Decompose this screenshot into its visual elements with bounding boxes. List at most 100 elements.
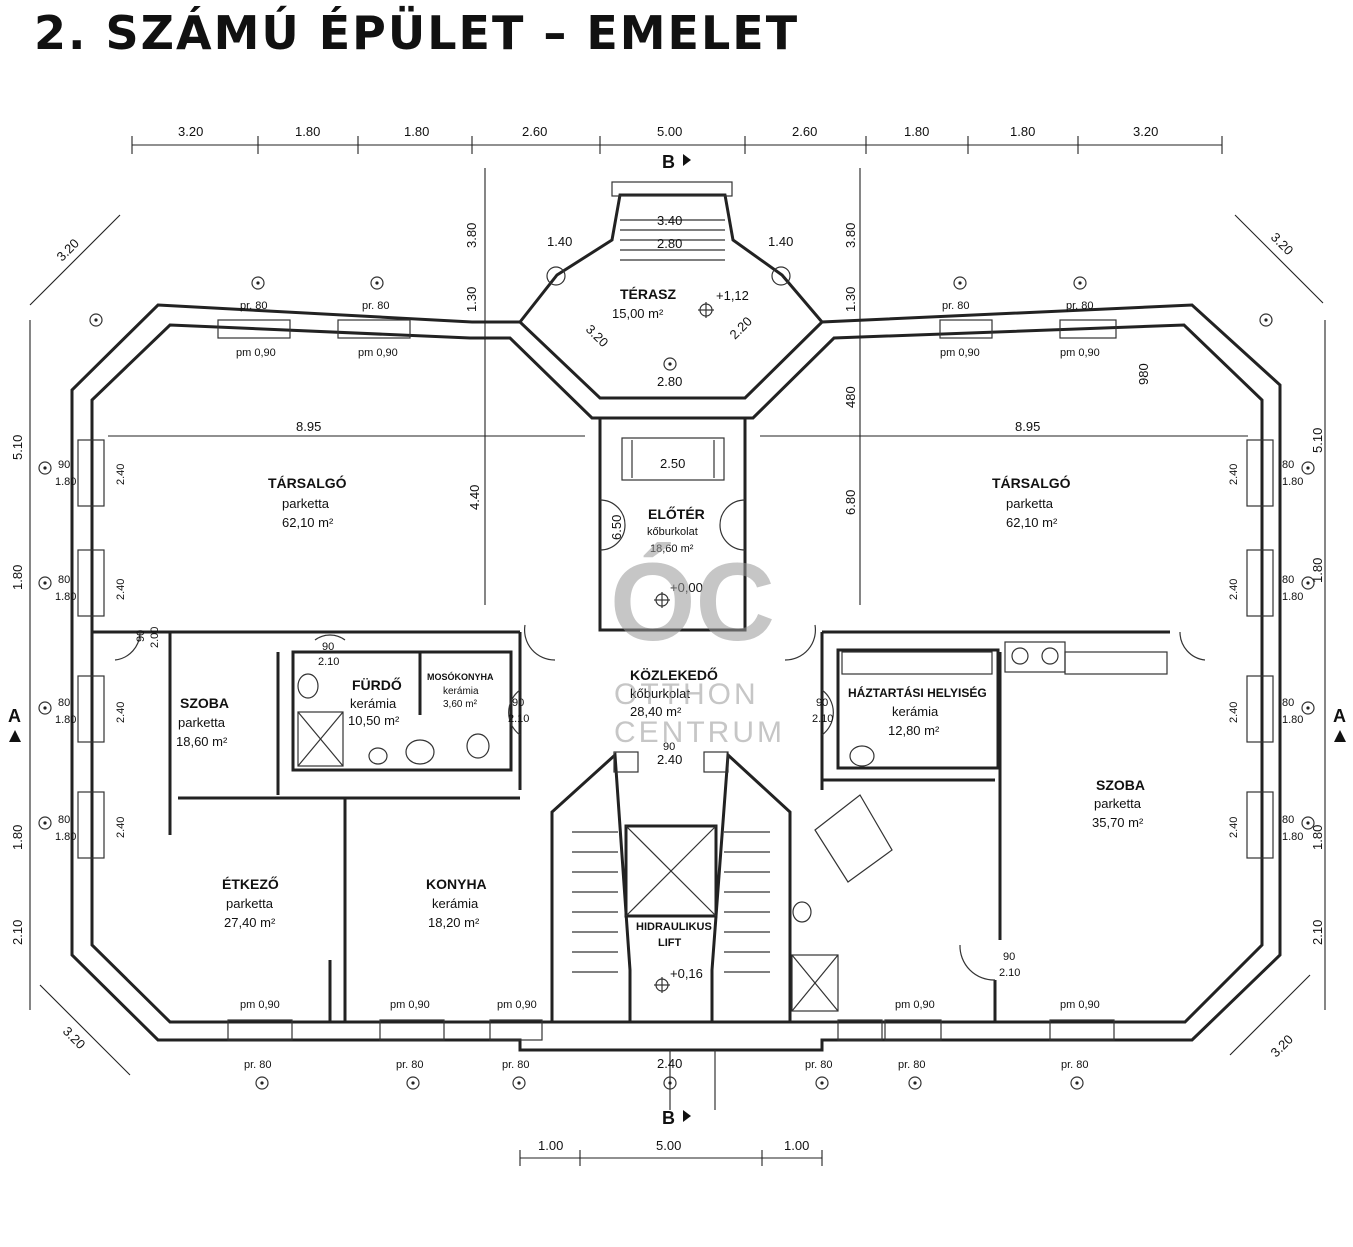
room-area-konyha: 18,20 m² — [428, 915, 480, 930]
bottom-door-width: 2.40 — [657, 1056, 682, 1071]
side-label: 80 — [1282, 814, 1294, 826]
pr-label: pr. 80 — [244, 1059, 272, 1071]
pm-label: pm 0,90 — [358, 347, 398, 359]
side-label: 2.40 — [115, 702, 127, 723]
left-lounge-depth: 4.40 — [467, 485, 482, 510]
top-dim-2: 1.80 — [295, 124, 320, 139]
outer-walls — [70, 303, 1282, 1052]
pr-label: pr. 80 — [898, 1059, 926, 1071]
room-name-furdo: FÜRDŐ — [352, 676, 402, 693]
right-dim-4: 2.10 — [1310, 920, 1325, 945]
section-b-top: B — [662, 152, 675, 172]
right-niche-depth: 980 — [1136, 363, 1151, 385]
left-dim-4: 2.10 — [10, 920, 25, 945]
right-lounge-width: 8.95 — [1015, 419, 1040, 434]
left-lounge-width: 8.95 — [296, 419, 321, 434]
pm-label: pm 0,90 — [940, 347, 980, 359]
pm-label: pm 0,90 — [1060, 999, 1100, 1011]
door-label: 90 — [512, 697, 524, 709]
room-floor-lift: LIFT — [658, 937, 681, 949]
terrace-depth-right: 3.80 — [843, 223, 858, 248]
terrace-outline: 3.40 2.80 1.40 1.40 3.80 3.80 1.30 1.30 … — [464, 168, 861, 605]
door-label: 90 — [816, 697, 828, 709]
terrace-left-offset: 1.40 — [547, 234, 572, 249]
pm-label: pm 0,90 — [497, 999, 537, 1011]
side-label: 1.80 — [55, 476, 76, 488]
room-area-szoba-right: 35,70 m² — [1092, 815, 1144, 830]
terrace-door-width: 2.80 — [657, 374, 682, 389]
pr-label: pr. 80 — [1061, 1059, 1089, 1071]
door-label: 90 — [1003, 951, 1015, 963]
pm-label: pm 0,90 — [236, 347, 276, 359]
pr-label: pr. 80 — [942, 300, 970, 312]
room-name-kozlekedo: KÖZLEKEDŐ — [630, 666, 718, 683]
room-area-tarsalgo-left: 62,10 m² — [282, 515, 334, 530]
room-name-terasz: TÉRASZ — [620, 286, 676, 302]
pm-label: pm 0,90 — [390, 999, 430, 1011]
door-label: 2.10 — [508, 713, 529, 725]
level-entry: +0,00 — [670, 580, 703, 595]
room-area-furdo: 10,50 m² — [348, 713, 400, 728]
level-stair: +0,16 — [670, 966, 703, 981]
side-label: 90 — [58, 459, 70, 471]
top-dim-4: 2.60 — [522, 124, 547, 139]
side-label: 2.40 — [115, 579, 127, 600]
side-label: 80 — [58, 574, 70, 586]
side-label: 2.40 — [115, 817, 127, 838]
door-label: 2.10 — [812, 713, 833, 725]
room-floor-konyha: kerámia — [432, 896, 479, 911]
door-label: 90 — [135, 630, 147, 642]
room-floor-furdo: kerámia — [350, 696, 397, 711]
room-name-tarsalgo-right: TÁRSALGÓ — [992, 474, 1071, 491]
room-floor-szoba-right: parketta — [1094, 796, 1142, 811]
top-dim-1: 3.20 — [178, 124, 203, 139]
right-lounge-offset: 480 — [843, 386, 858, 408]
pr-label: pr. 80 — [396, 1059, 424, 1071]
side-label: 1.80 — [1282, 591, 1303, 603]
diag-dim-tl: 3.20 — [54, 236, 83, 265]
mid-door-width: 2.40 — [657, 752, 682, 767]
right-dim-2: 1.80 — [1310, 558, 1325, 583]
side-label: 80 — [1282, 697, 1294, 709]
pm-label: pm 0,90 — [1060, 347, 1100, 359]
room-name-szoba-right: SZOBA — [1096, 777, 1145, 793]
terrace-depth-left: 3.80 — [464, 223, 479, 248]
terrace-setback-left: 1.30 — [464, 287, 479, 312]
side-dimension-lines: 5.10 1.80 1.80 2.10 5.10 1.80 1.80 2.10 — [10, 320, 1326, 1010]
side-label: 80 — [58, 697, 70, 709]
room-area-etkezo: 27,40 m² — [224, 915, 276, 930]
door-labels: 90 2.10 90 2.10 90 2.10 90 2.10 90 2.00 — [135, 627, 1020, 979]
entry-hall-width: 2.50 — [660, 456, 685, 471]
room-labels: TÉRASZ 15,00 m² TÁRSALGÓ parketta 62,10 … — [176, 286, 1145, 949]
left-dim-3: 1.80 — [10, 825, 25, 850]
section-a-left: A — [8, 706, 21, 726]
left-dim-1: 5.10 — [10, 435, 25, 460]
room-name-etkezo: ÉTKEZŐ — [222, 875, 279, 892]
side-label: 1.80 — [55, 714, 76, 726]
terrace-inner-width: 2.80 — [657, 236, 682, 251]
room-floor-etkezo: parketta — [226, 896, 274, 911]
room-floor-kozlekedo: kőburkolat — [630, 686, 690, 701]
watermark: ÓC OTTHON CENTRUM — [610, 541, 782, 749]
room-area-kozlekedo: 28,40 m² — [630, 704, 682, 719]
right-dim-3: 1.80 — [1310, 825, 1325, 850]
right-dim-1: 5.10 — [1310, 428, 1325, 453]
entry-hall-height: 6.50 — [609, 515, 624, 540]
pr-label: pr. 80 — [362, 300, 390, 312]
entry-hall-walls: 2.50 6.50 — [598, 416, 747, 632]
side-label: 2.40 — [1228, 464, 1240, 485]
pr-label: pr. 80 — [1066, 300, 1094, 312]
side-label: 80 — [58, 814, 70, 826]
section-a-right: A — [1333, 706, 1346, 726]
diag-dim-br: 3.20 — [1268, 1032, 1297, 1061]
diag-dim-bl: 3.20 — [60, 1024, 89, 1053]
room-name-lift: HIDRAULIKUS — [636, 921, 712, 933]
mid-door-90: 90 — [663, 741, 675, 753]
room-area-eloter: 18,60 m² — [650, 543, 694, 555]
side-label: 2.40 — [115, 464, 127, 485]
section-b-bottom: B — [662, 1108, 675, 1128]
watermark-line1: OTTHON — [614, 678, 759, 711]
room-name-mosokonyha: MOSÓKONYHA — [427, 671, 494, 682]
room-area-haztartasi: 12,80 m² — [888, 723, 940, 738]
